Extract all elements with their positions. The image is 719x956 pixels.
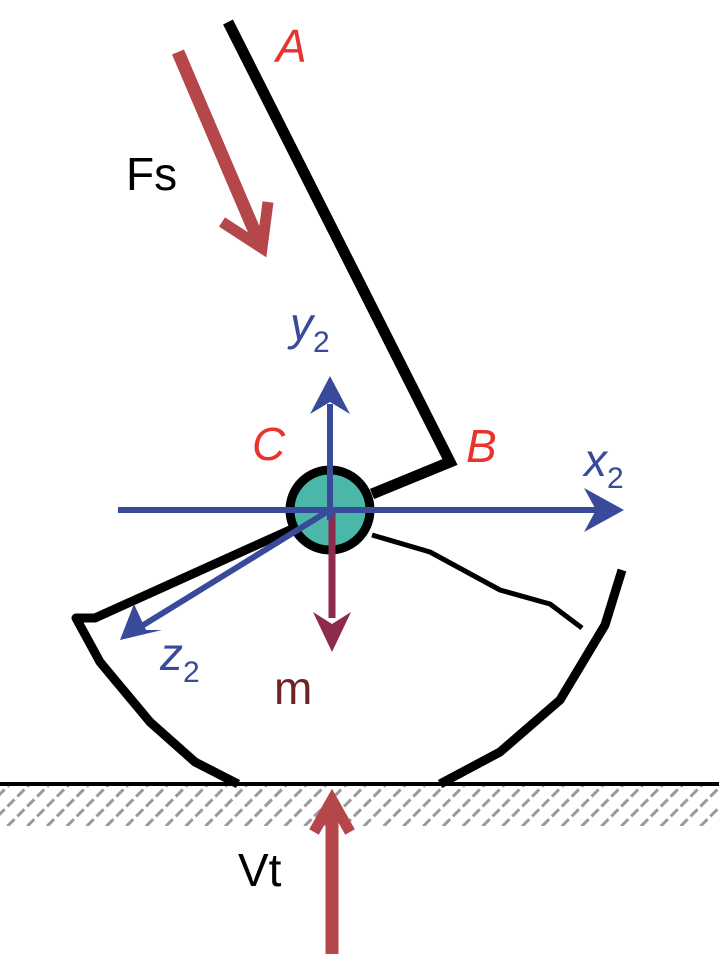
label-axis-x: x (582, 434, 609, 486)
foot-outline (71, 507, 332, 789)
vt-arrow (309, 788, 355, 954)
label-axis-x-sub: 2 (607, 462, 624, 495)
label-axis-z2: z2 (159, 628, 200, 689)
label-axis-z: z (159, 628, 183, 680)
label-axis-z-sub: 2 (183, 656, 200, 689)
label-axis-y2: y2 (287, 298, 330, 359)
force-fs-arrow (172, 49, 274, 258)
label-force-fs: Fs (126, 148, 177, 200)
ground-hatch (0, 786, 719, 826)
label-vt: Vt (238, 844, 282, 896)
foot-heel-outline (437, 568, 627, 788)
label-point-b: B (466, 420, 497, 472)
axis-z2 (120, 507, 332, 640)
label-axis-y-sub: 2 (313, 326, 330, 359)
mass-arrow (313, 512, 351, 652)
leg-segment-ab (223, 19, 458, 500)
label-axis-y: y (287, 298, 316, 350)
label-mass: m (274, 662, 312, 714)
axis-x2 (118, 488, 624, 532)
foot-inner-line (371, 532, 584, 630)
label-point-c: C (252, 418, 286, 470)
label-axis-x2: x2 (582, 434, 624, 495)
label-point-a: A (273, 20, 307, 72)
axis-y2 (310, 376, 350, 520)
